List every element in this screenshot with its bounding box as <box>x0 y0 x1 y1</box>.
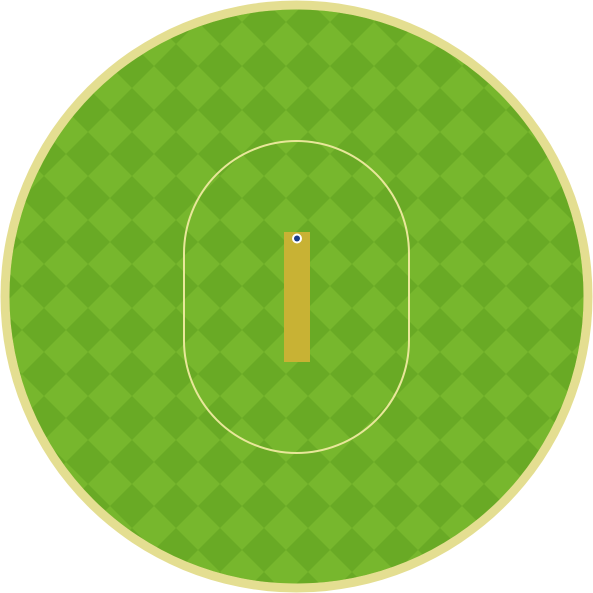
ball-marker-icon[interactable] <box>294 235 300 242</box>
inner-fielding-circle <box>183 140 410 454</box>
cricket-pitch <box>284 232 310 362</box>
